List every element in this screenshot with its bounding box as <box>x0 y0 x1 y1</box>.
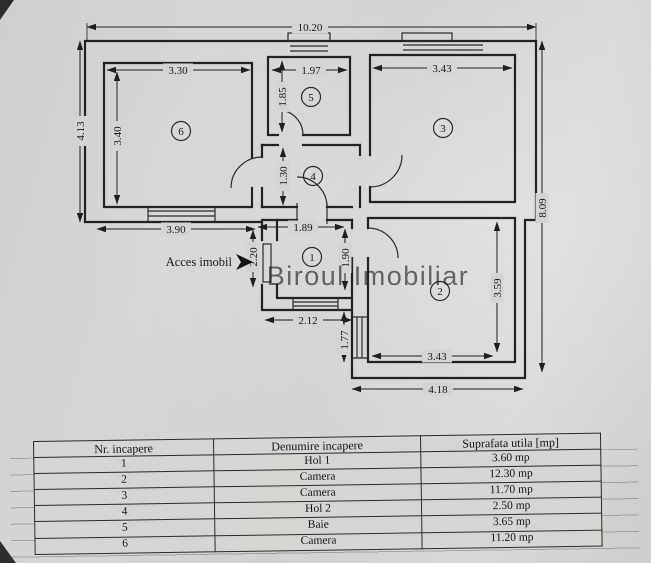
room-badge-2: 2 <box>429 280 451 302</box>
svg-text:1.90: 1.90 <box>340 248 352 268</box>
dim-room6-width: 3.30 <box>106 63 251 77</box>
window-room6-bottom <box>147 207 216 222</box>
svg-text:Acces imobil: Acces imobil <box>166 255 233 269</box>
room-badge-1: 1 <box>301 246 323 268</box>
dim-side-wall: 1.77 <box>337 311 351 363</box>
dim-room2-width: 3.43 <box>371 349 494 363</box>
room-badge-6: 6 <box>170 120 192 142</box>
svg-text:3: 3 <box>440 123 446 135</box>
dim-room6-height: 3.40 <box>110 71 124 205</box>
svg-text:3.59: 3.59 <box>492 278 504 298</box>
svg-text:2.12: 2.12 <box>298 315 317 327</box>
svg-text:1: 1 <box>309 252 315 264</box>
room-badge-4: 4 <box>302 165 324 187</box>
room6-walls <box>102 61 254 209</box>
dim-total-top: 10.20 <box>86 20 537 41</box>
hall-walls <box>260 143 362 312</box>
cell-area: 11.20 mp <box>421 529 603 549</box>
window-hall1-bottom <box>292 298 339 310</box>
svg-text:3.40: 3.40 <box>112 126 124 146</box>
svg-text:1.77: 1.77 <box>339 330 351 350</box>
svg-text:3.43: 3.43 <box>432 63 452 75</box>
room5-walls <box>266 55 352 137</box>
room3-walls <box>368 53 517 204</box>
window-room3-top <box>401 32 483 51</box>
svg-text:3.30: 3.30 <box>168 65 188 77</box>
dim-right-height: 8.09 <box>535 40 549 373</box>
dim-hall1-height: 1.90 <box>338 228 352 291</box>
dim-room5-height: 1.85 <box>275 60 289 133</box>
dim-total-bottom: 4.18 <box>351 382 524 396</box>
svg-text:1.85: 1.85 <box>277 87 289 107</box>
dim-below-room6: 3.90 <box>96 222 256 236</box>
dim-entry-height: 2.20 <box>246 229 260 288</box>
room-badge-5: 5 <box>300 86 322 108</box>
svg-text:3.43: 3.43 <box>427 351 447 363</box>
dim-left-height: 4.13 <box>73 40 87 223</box>
watermark: Biroul Imobiliar <box>267 261 470 291</box>
cell-name: Camera <box>214 532 423 552</box>
svg-text:8.09: 8.09 <box>537 198 549 218</box>
entrance-door-leaf <box>262 243 272 283</box>
dim-hall1-bottom: 2.12 <box>264 313 353 327</box>
dim-room2-height: 3.59 <box>490 221 504 353</box>
dim-hall2-height: 1.30 <box>276 147 290 206</box>
room-badge-3: 3 <box>432 117 454 139</box>
room2-walls <box>366 216 517 364</box>
svg-text:2: 2 <box>437 286 443 298</box>
svg-text:1.30: 1.30 <box>278 166 290 186</box>
svg-text:4.18: 4.18 <box>428 384 448 396</box>
svg-text:3.90: 3.90 <box>166 224 186 236</box>
access-arrow-icon <box>236 254 253 270</box>
svg-text:5: 5 <box>308 92 314 104</box>
svg-text:2.20: 2.20 <box>248 247 260 267</box>
door-arcs <box>230 109 403 283</box>
floor-plan-drawing: 10.20 4.13 8.09 3.30 1.97 <box>73 20 549 396</box>
dim-room3-width: 3.43 <box>372 61 513 75</box>
cell-nr: 6 <box>34 535 216 555</box>
window-side-wall <box>352 316 368 359</box>
svg-text:1.97: 1.97 <box>301 65 321 77</box>
svg-text:4.13: 4.13 <box>75 121 87 141</box>
room-schedule-table: Nr. incapere Denumire incapere Suprafata… <box>33 432 603 555</box>
dim-room5-width: 1.97 <box>271 63 348 77</box>
svg-text:4: 4 <box>310 171 316 183</box>
dim-hall1-width: 1.89 <box>257 220 345 234</box>
svg-text:6: 6 <box>178 126 184 138</box>
access-label: Acces imobil <box>166 254 253 270</box>
svg-text:10.20: 10.20 <box>298 22 323 34</box>
svg-text:1.89: 1.89 <box>293 222 313 234</box>
